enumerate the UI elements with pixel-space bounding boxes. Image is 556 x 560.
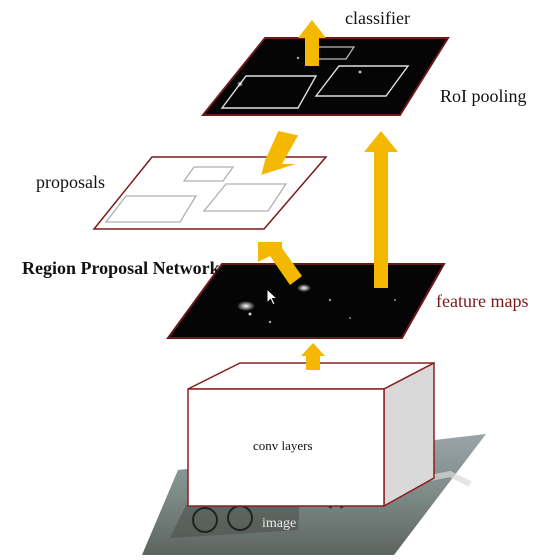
arrow-proposals-to-roi [261,131,299,175]
arrow-roi-to-classifier [298,20,326,66]
arrow-features-to-proposals [258,242,302,285]
arrow-features-to-roi [364,131,398,288]
region-proposal-network-label: Region Proposal Network [22,258,220,278]
proposal-box [104,195,198,223]
roi-pooling-plane [200,37,450,116]
mouse-cursor-icon [266,288,278,306]
arrow-image-to-conv [301,343,325,370]
roi-box [220,75,318,109]
proposals-plane [92,156,328,230]
feature-maps-label: feature maps [436,291,529,311]
roi-box [314,65,410,97]
classifier-label: classifier [345,8,410,28]
conv-layers-box [187,361,435,508]
proposal-box [202,183,288,212]
proposal-box [182,166,235,182]
proposals-label: proposals [36,172,105,192]
roi-pooling-label: RoI pooling [440,86,527,106]
conv-layers-label: conv layers [253,438,313,453]
bicycle-wheel-left [192,507,218,533]
image-label: image [262,516,297,531]
